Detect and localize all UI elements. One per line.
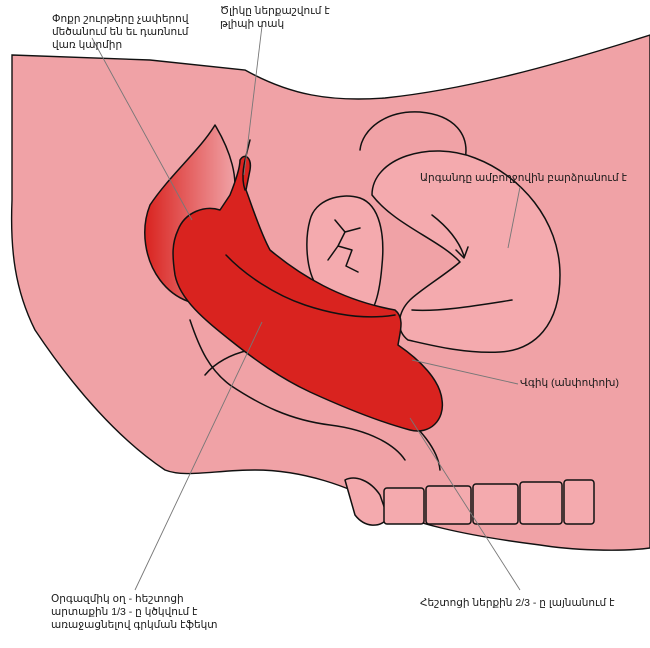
label-clitoris: Ծլիկը ներքաշվում է թլիպի տակ <box>220 5 330 31</box>
label-labia-line3: վառ կարմիր <box>52 39 188 52</box>
label-vagina-line1: Վգիկ (անփոփոխ) <box>520 377 619 390</box>
label-uterus: Արգանդը ամբողջովին բարձրանում է <box>420 172 627 185</box>
label-clitoris-line2: թլիպի տակ <box>220 18 330 31</box>
label-labia-line1: Փոքր շուրթերը չափերով <box>52 13 188 26</box>
label-orgasmic-line2: արտաքին 1/3 - ը կծկվում է <box>51 606 217 619</box>
label-orgasmic-line1: Օրգազմիկ օղ - հեշտոցի <box>51 593 217 606</box>
label-inner-vagina: Հեշտոցի ներքին 2/3 - ը լայնանում է <box>420 597 615 610</box>
label-vagina: Վգիկ (անփոփոխ) <box>520 377 619 390</box>
label-inner-line1: Հեշտոցի ներքին 2/3 - ը լայնանում է <box>420 597 615 610</box>
label-orgasmic-line3: առաջացնելով գրկման էֆեկտ <box>51 619 217 632</box>
label-clitoris-line1: Ծլիկը ներքաշվում է <box>220 5 330 18</box>
label-uterus-line1: Արգանդը ամբողջովին բարձրանում է <box>420 172 627 185</box>
label-orgasmic-platform: Օրգազմիկ օղ - հեշտոցի արտաքին 1/3 - ը կծ… <box>51 593 217 632</box>
label-labia-line2: մեծանում են եւ դառնում <box>52 26 188 39</box>
label-labia: Փոքր շուրթերը չափերով մեծանում են եւ դառ… <box>52 13 188 52</box>
